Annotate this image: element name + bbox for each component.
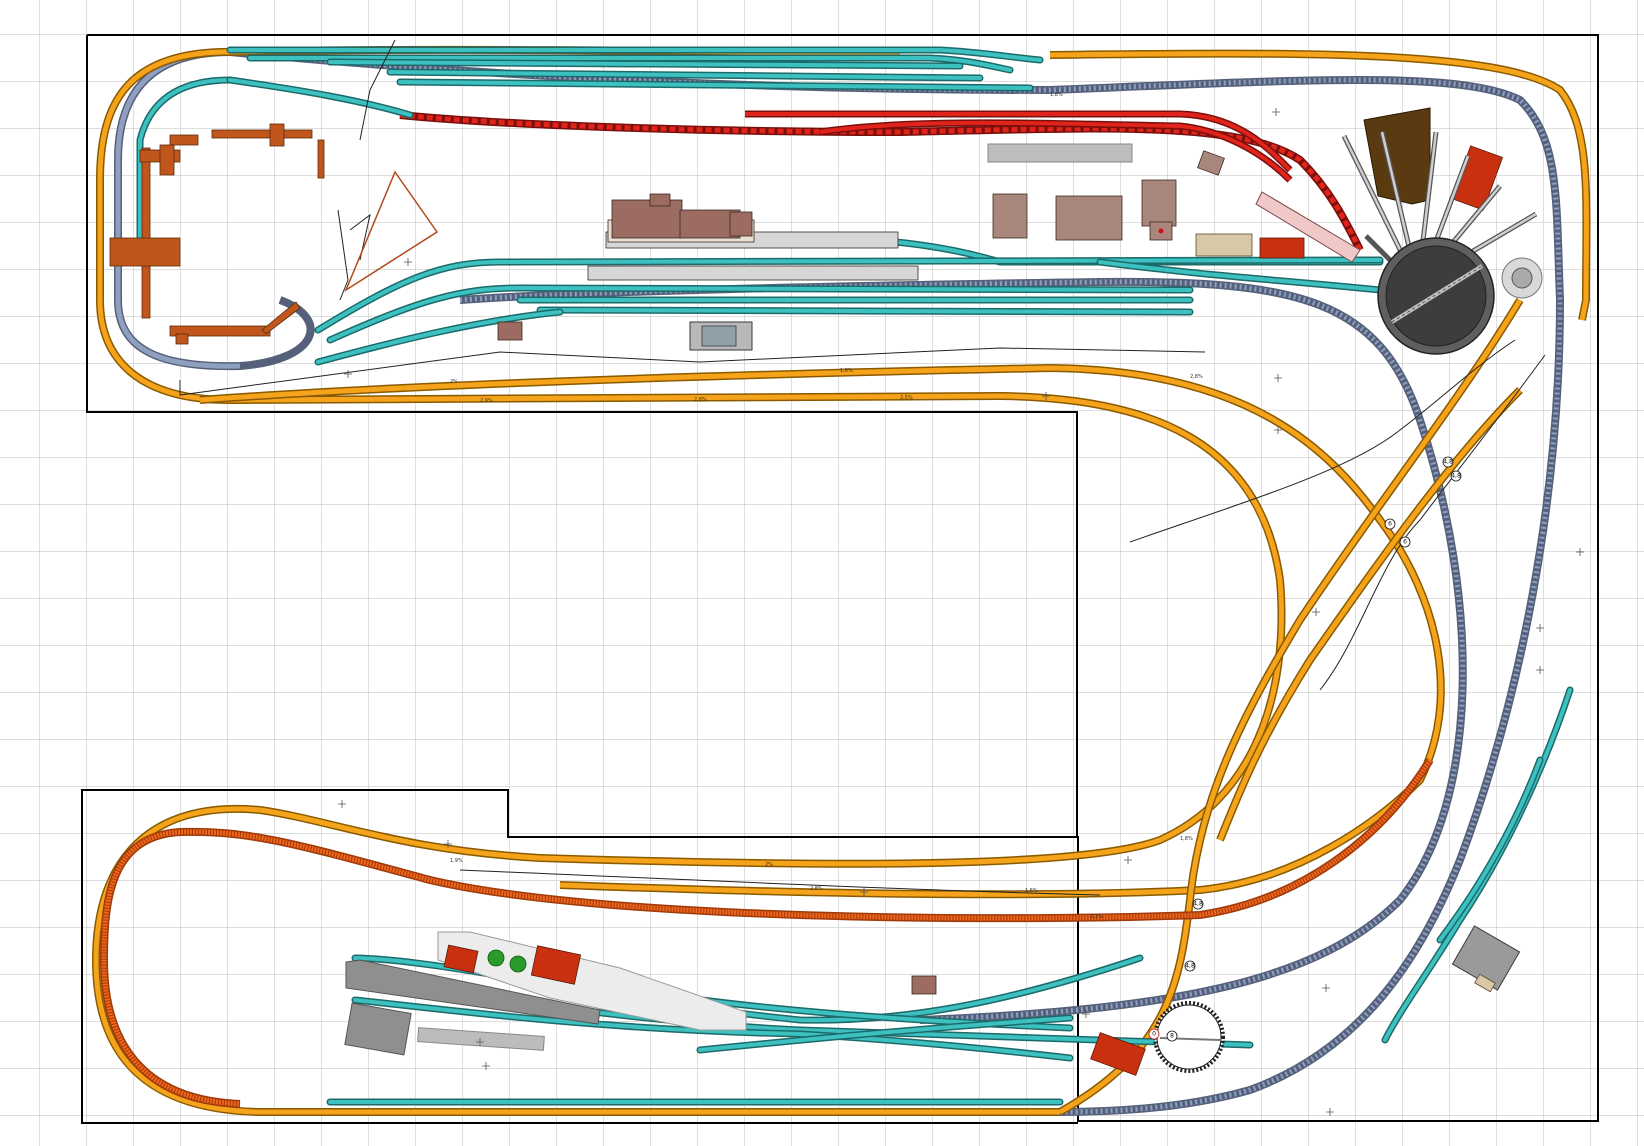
coaling-stage bbox=[1255, 191, 1361, 263]
mainline-tracks bbox=[91, 45, 1591, 1116]
track-markers: 6 6 4,8 4,8 4,8 4,8 8 0 bbox=[1148, 456, 1462, 1042]
red-building-3 bbox=[443, 944, 479, 974]
mainline-middle bbox=[199, 365, 1444, 897]
buildings bbox=[109, 107, 1521, 1076]
grade-label: 1,6% bbox=[1025, 888, 1038, 894]
marker-label: 0 bbox=[1152, 1031, 1156, 1038]
house-4 bbox=[1197, 150, 1225, 176]
grade-label: 2,8% bbox=[810, 886, 823, 892]
red-building-1 bbox=[1259, 237, 1305, 259]
mainline-diagonal bbox=[1058, 298, 1523, 1115]
grade-labels: 2% 2,9% 2,8% 2,5% 1,8% 2,8% 1,9% 2% 2,8%… bbox=[450, 92, 1203, 920]
grade-label: 2,8% bbox=[694, 397, 707, 403]
red-siding-2 bbox=[745, 112, 1292, 172]
grade-label: 1,9% bbox=[450, 858, 463, 864]
station-yard bbox=[314, 232, 1384, 366]
red-building-4 bbox=[530, 945, 582, 985]
grade-label: 2,8% bbox=[1190, 374, 1203, 380]
grade-label: 2% bbox=[450, 379, 458, 385]
grade-label: 2,9% bbox=[480, 398, 493, 404]
depot-building bbox=[1195, 233, 1253, 257]
track-plan-contour-triangle bbox=[344, 170, 439, 292]
grade-label: 1,8% bbox=[840, 368, 853, 374]
factory-cluster bbox=[109, 123, 325, 345]
platform-long bbox=[987, 143, 1133, 163]
tree-1 bbox=[487, 949, 505, 967]
reference-crosshairs bbox=[338, 108, 1584, 1116]
station-building bbox=[587, 193, 919, 281]
water-tower-icon bbox=[1501, 257, 1543, 299]
lower-station bbox=[344, 931, 747, 1056]
baseboard-outline bbox=[81, 34, 1599, 1124]
marker-label: 6 bbox=[1403, 539, 1407, 546]
ramp-track bbox=[99, 757, 1434, 1108]
marker-label: 4,8 bbox=[1443, 459, 1453, 466]
ramp-line bbox=[101, 758, 1433, 1107]
grade-label: 2% bbox=[765, 862, 773, 868]
marker-label: 6 bbox=[1388, 521, 1392, 528]
turntable-icon bbox=[1341, 131, 1538, 355]
marker-label: 8 bbox=[1170, 1033, 1174, 1040]
house-1 bbox=[992, 193, 1028, 239]
grey-building-right bbox=[1451, 925, 1521, 991]
gear-turntable-icon bbox=[1153, 1001, 1225, 1073]
red-sidings bbox=[399, 110, 1364, 252]
grade-label: 1,8% bbox=[1050, 92, 1063, 98]
upper-yard bbox=[136, 46, 1044, 244]
grade-label: 2,5% bbox=[900, 395, 913, 401]
marker-label: 4,8 bbox=[1185, 963, 1195, 970]
shed-2 bbox=[911, 975, 937, 995]
mainline-diagonal-2 bbox=[1217, 388, 1522, 841]
grade-label: 1,8% bbox=[1180, 836, 1193, 842]
red-siding-3 bbox=[819, 120, 1292, 182]
red-building-5 bbox=[1090, 1032, 1146, 1076]
right-branch bbox=[1381, 686, 1574, 1044]
marker-label: 4,8 bbox=[1193, 901, 1203, 908]
tree-2 bbox=[509, 955, 527, 973]
scenery-contours bbox=[179, 39, 1546, 896]
house-3 bbox=[1141, 179, 1177, 227]
shed-1 bbox=[497, 321, 523, 341]
roundhouse bbox=[1363, 107, 1431, 205]
grade-label: 2,1% bbox=[1090, 914, 1103, 920]
house-2 bbox=[1055, 195, 1123, 241]
marker-label: 4,8 bbox=[1451, 473, 1461, 480]
